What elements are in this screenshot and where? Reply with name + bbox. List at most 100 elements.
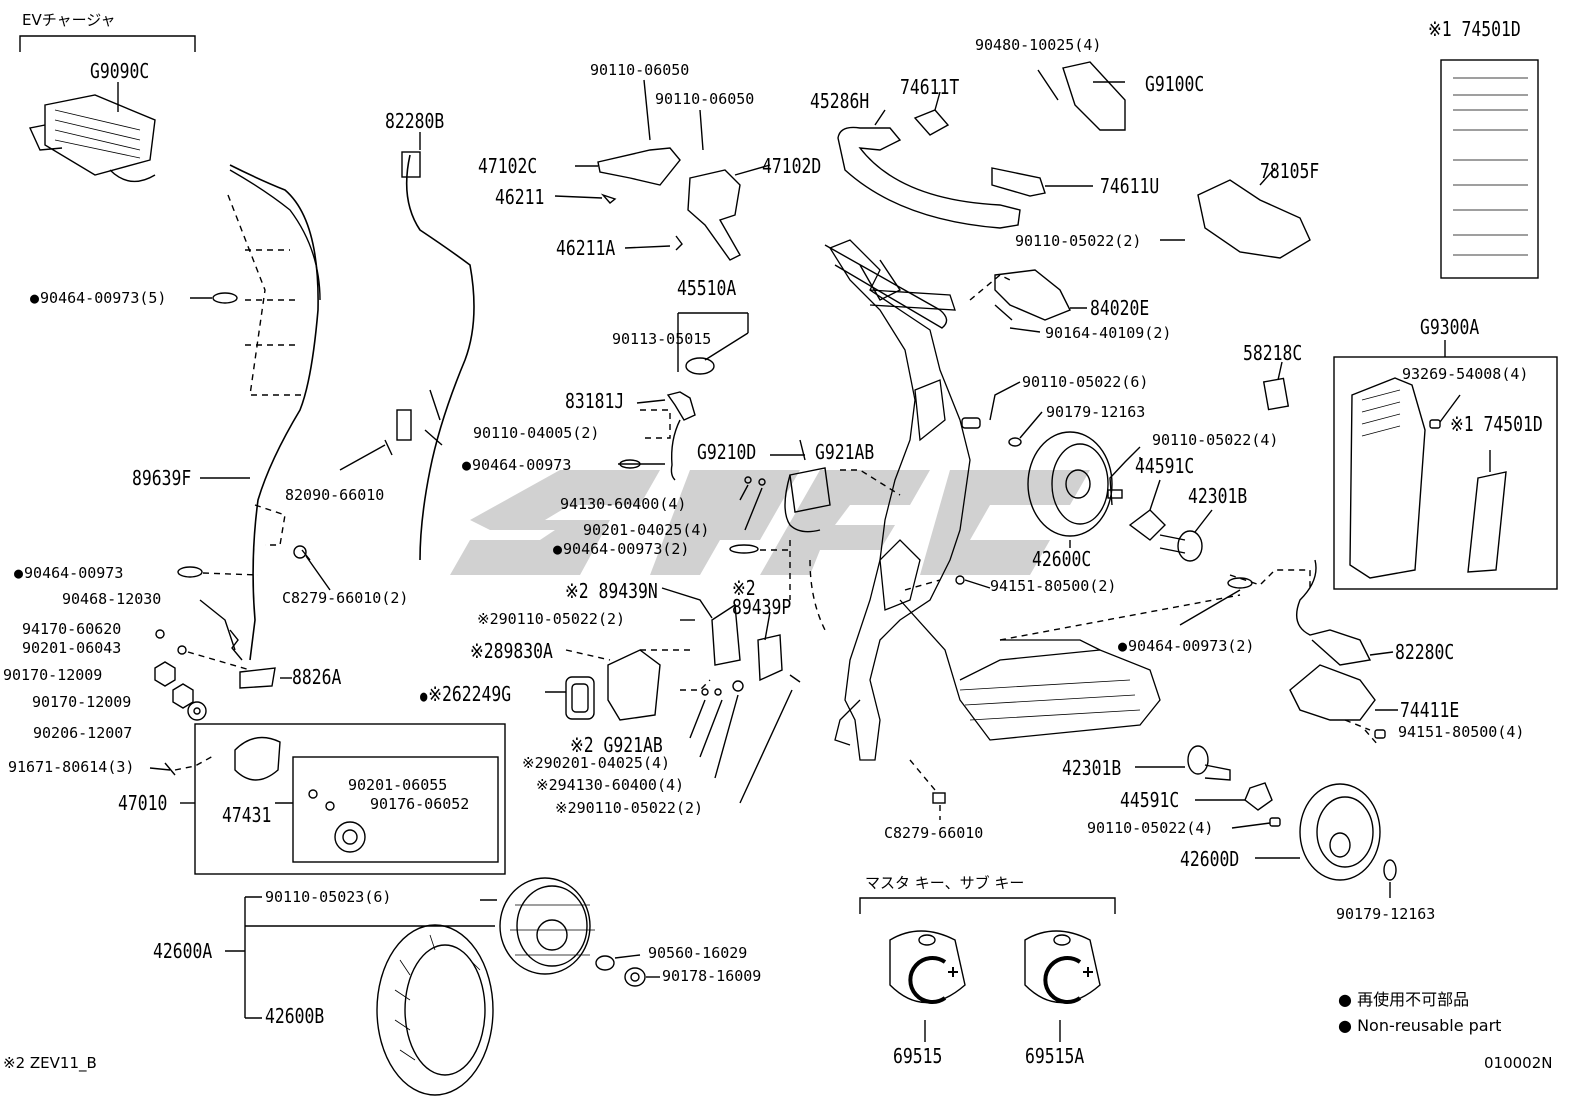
part-42301B-b[interactable]: 42301B [1062, 756, 1122, 780]
harness-82280B [384, 151, 475, 561]
part-90110-05022-2c[interactable]: 90110-05022(2) [1015, 232, 1142, 250]
part-94130-60400-4[interactable]: 94130-60400(4) [560, 495, 687, 513]
part-45510A[interactable]: 45510A [677, 276, 737, 300]
part-83181J[interactable]: 83181J [565, 389, 625, 413]
part-89439P[interactable]: 89439P [732, 595, 792, 619]
part-47102C[interactable]: 47102C [478, 154, 538, 178]
part-90464-00973-b[interactable]: 90464-00973 [462, 457, 571, 474]
part-90110-06050-b[interactable]: 90110-06050 [655, 90, 755, 108]
part-42600C[interactable]: 42600C [1032, 547, 1092, 571]
part-G9100C[interactable]: G9100C [1145, 72, 1205, 96]
part-78105F[interactable]: 78105F [1260, 159, 1320, 183]
part-90179-12163-b[interactable]: 90179-12163 [1336, 905, 1436, 923]
part-74411E[interactable]: 74411E [1400, 698, 1460, 722]
part-G921AB[interactable]: G921AB [815, 440, 875, 464]
part-90110-05022-2b[interactable]: ※290110-05022(2) [555, 799, 704, 817]
part-82280C[interactable]: 82280C [1395, 640, 1455, 664]
part-90201-04025-4b[interactable]: ※290201-04025(4) [522, 754, 671, 772]
footnote: ※2 ZEV11_B [3, 1054, 97, 1072]
part-69515[interactable]: 69515 [893, 1044, 943, 1068]
part-90170-12009-a[interactable]: 90170-12009 [3, 666, 103, 684]
part-90480-10025-4[interactable]: 90480-10025(4) [975, 36, 1102, 54]
part-42600A[interactable]: 42600A [153, 939, 213, 963]
bracket-89439P [757, 634, 783, 682]
part-89639F[interactable]: 89639F [132, 466, 192, 490]
key-69515-icon [889, 930, 966, 1004]
switch-84020E [994, 269, 1071, 321]
part-74501D-top[interactable]: ※1 74501D [1428, 17, 1521, 41]
part-74501D-box[interactable]: ※1 74501D [1450, 412, 1543, 436]
vehicle-frame [829, 239, 1161, 761]
part-8826A[interactable]: 8826A [292, 665, 342, 689]
part-90560-16029[interactable]: 90560-16029 [648, 944, 748, 962]
watermark-logo [450, 470, 1090, 575]
part-G9300A[interactable]: G9300A [1420, 315, 1480, 339]
part-90113-05015[interactable]: 90113-05015 [612, 330, 712, 348]
part-84020E[interactable]: 84020E [1090, 296, 1150, 320]
part-47010[interactable]: 47010 [118, 791, 168, 815]
part-44591C-b[interactable]: 44591C [1120, 788, 1180, 812]
part-C8279-66010[interactable]: C8279-66010 [884, 824, 984, 842]
part-93269-54008-4[interactable]: 93269-54008(4) [1402, 365, 1529, 383]
part-90110-05023-6[interactable]: 90110-05023(6) [265, 888, 392, 906]
part-74611T[interactable]: 74611T [900, 75, 960, 99]
part-94151-80500-4[interactable]: 94151-80500(4) [1398, 723, 1525, 741]
part-90110-05022-4a[interactable]: 90110-05022(4) [1152, 431, 1279, 449]
part-90468-12030[interactable]: 90468-12030 [62, 590, 162, 608]
part-44591C-a[interactable]: 44591C [1135, 454, 1195, 478]
part-90464-00973-a[interactable]: 90464-00973 [14, 565, 123, 582]
part-90170-12009-b[interactable]: 90170-12009 [32, 693, 132, 711]
part-47431[interactable]: 47431 [222, 803, 272, 827]
label-74501D [1440, 59, 1539, 279]
part-69515A[interactable]: 69515A [1025, 1044, 1085, 1068]
part-46211A[interactable]: 46211A [556, 236, 616, 260]
part-45286H[interactable]: 45286H [810, 89, 870, 113]
part-G9090C[interactable]: G9090C [90, 59, 150, 83]
battery-G9300A [1349, 377, 1426, 579]
part-90164-40109-2[interactable]: 90164-40109(2) [1045, 324, 1172, 342]
part-74611U[interactable]: 74611U [1100, 174, 1160, 198]
part-90110-04005-2[interactable]: 90110-04005(2) [473, 424, 600, 442]
part-46211[interactable]: 46211 [495, 185, 545, 209]
wheel-42600C [1027, 431, 1113, 537]
part-82280B[interactable]: 82280B [385, 109, 445, 133]
part-90201-06043[interactable]: 90201-06043 [22, 639, 122, 657]
part-89830A[interactable]: ※289830A [470, 639, 553, 663]
part-91671-80614-3[interactable]: 91671-80614(3) [8, 758, 135, 776]
motor-box-47010 [194, 723, 506, 875]
part-62249G[interactable]: ※262249G [420, 683, 511, 707]
part-90201-04025-4[interactable]: 90201-04025(4) [583, 521, 710, 539]
part-90179-12163-a[interactable]: 90179-12163 [1046, 403, 1146, 421]
legend-en: ● Non-reusable part [1338, 1017, 1501, 1035]
part-C8279-66010-2[interactable]: C8279-66010(2) [282, 589, 409, 607]
part-G9210D[interactable]: G9210D [697, 440, 757, 464]
part-94130-60400-4b[interactable]: ※294130-60400(4) [536, 776, 685, 794]
part-90110-05022-4b[interactable]: 90110-05022(4) [1087, 819, 1214, 837]
brake-lever-47102D [687, 169, 741, 261]
part-42600B[interactable]: 42600B [265, 1004, 325, 1028]
part-90206-12007[interactable]: 90206-12007 [33, 724, 133, 742]
part-90110-06050-a[interactable]: 90110-06050 [590, 61, 690, 79]
part-94151-80500-2[interactable]: 94151-80500(2) [990, 577, 1117, 595]
part-90110-05022-6[interactable]: 90110-05022(6) [1022, 373, 1149, 391]
part-89439N[interactable]: ※2 89439N [565, 579, 658, 603]
ev-charger-unit [28, 94, 156, 183]
part-90464-00973-5[interactable]: 90464-00973(5) [30, 290, 166, 307]
part-94170-60620[interactable]: 94170-60620 [22, 620, 122, 638]
part-42600D[interactable]: 42600D [1180, 847, 1240, 871]
part-90464-00973-2b[interactable]: 90464-00973(2) [1118, 638, 1254, 655]
legend-marker-jp: ● [1338, 990, 1352, 1009]
part-82090-66010[interactable]: 82090-66010 [285, 486, 385, 504]
part-42301B-a[interactable]: 42301B [1188, 484, 1248, 508]
bracket-45510A [677, 312, 749, 333]
part-G921AB-2[interactable]: ※2 G921AB [570, 733, 663, 757]
part-58218C[interactable]: 58218C [1243, 341, 1303, 365]
part-90201-06055[interactable]: 90201-06055 [348, 776, 448, 794]
part-47102D[interactable]: 47102D [762, 154, 822, 178]
part-90464-00973-2a[interactable]: 90464-00973(2) [553, 541, 689, 558]
part-90110-05022-2a[interactable]: ※290110-05022(2) [477, 610, 626, 628]
part-90176-06052[interactable]: 90176-06052 [370, 795, 470, 813]
part-90178-16009[interactable]: 90178-16009 [662, 967, 762, 985]
oil-seal-shape [334, 821, 366, 853]
grip-74611T [913, 109, 950, 136]
